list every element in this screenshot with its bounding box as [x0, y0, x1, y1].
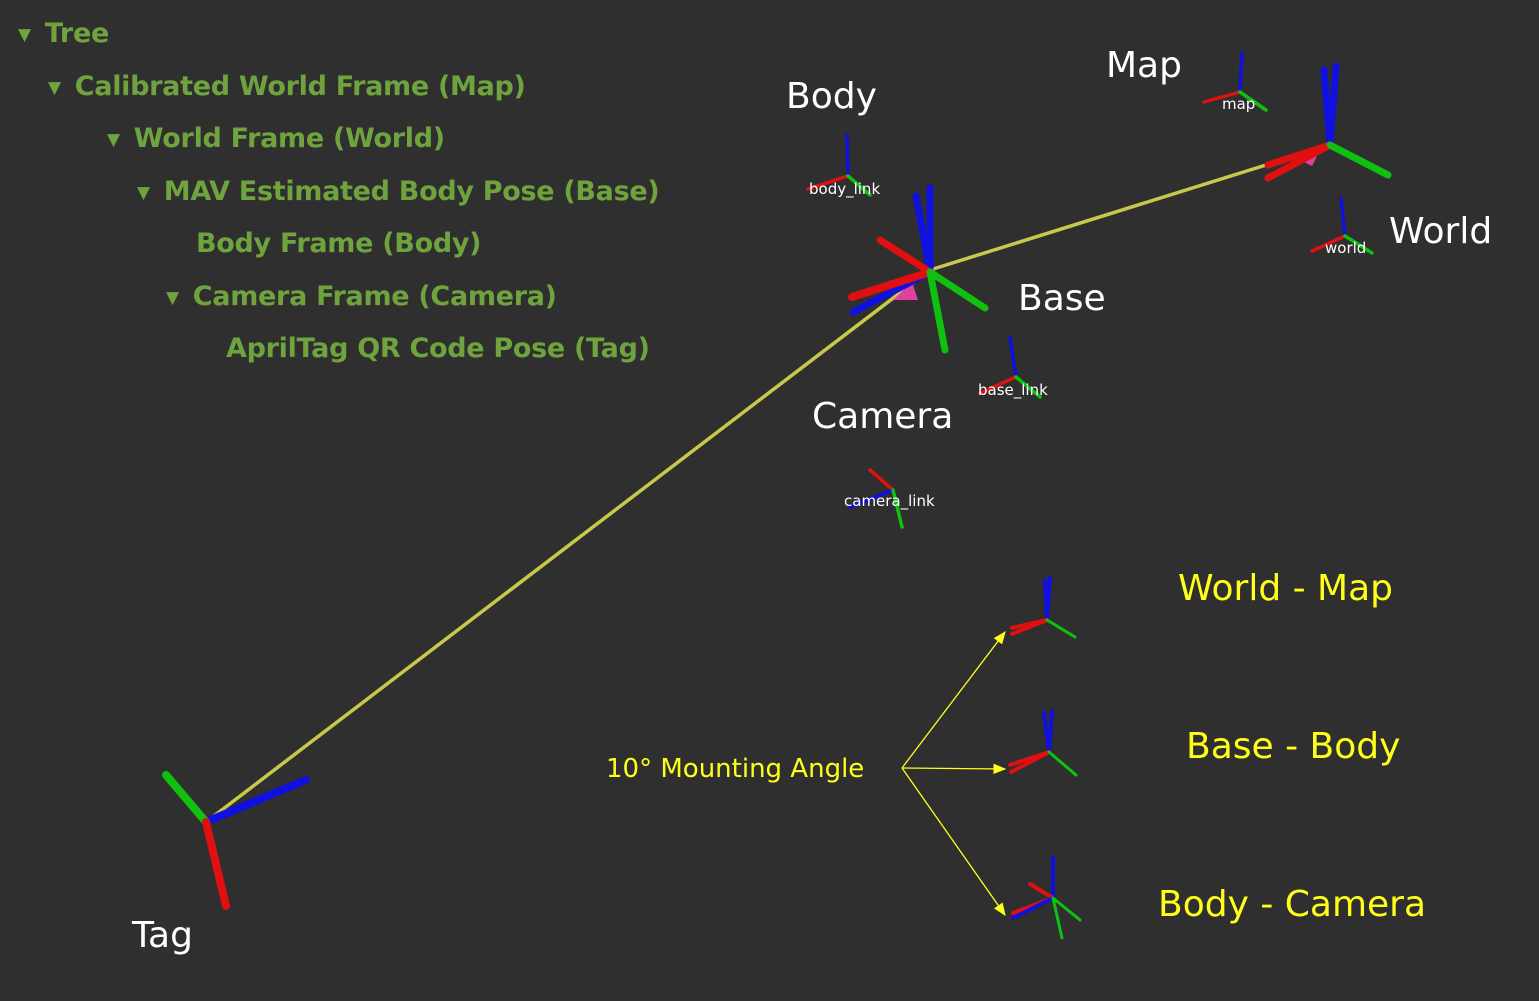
- base-axes: [848, 184, 989, 354]
- tree-item-map[interactable]: ▼ Calibrated World Frame (Map): [48, 71, 526, 102]
- expand-triangle-icon[interactable]: ▼: [107, 130, 120, 150]
- world-frame-label: World: [1389, 211, 1492, 252]
- world-map-axes: [1010, 576, 1077, 639]
- expand-triangle-icon[interactable]: ▼: [18, 25, 31, 45]
- base-link-axes: [978, 336, 1042, 399]
- world-small-axes: [1310, 196, 1374, 255]
- body-frame-label: Body: [786, 76, 877, 117]
- camera-link-label: camera_link: [844, 492, 935, 511]
- tree-item-label: Camera Frame (Camera): [192, 281, 557, 312]
- map-small-label: map: [1222, 95, 1255, 113]
- tree-item-base[interactable]: ▼ MAV Estimated Body Pose (Base): [137, 176, 660, 207]
- link-line-tag-base: [204, 268, 932, 824]
- tree-item-body[interactable]: Body Frame (Body): [196, 228, 482, 259]
- base-body-axes: [1008, 709, 1078, 777]
- world-map-label: World - Map: [1178, 568, 1393, 609]
- tree-item-camera[interactable]: ▼ Camera Frame (Camera): [166, 281, 557, 312]
- tree-item-label: MAV Estimated Body Pose (Base): [163, 176, 660, 207]
- expand-triangle-icon[interactable]: ▼: [48, 78, 61, 98]
- mounting-angle-annotation: 10° Mounting Angle: [606, 754, 864, 784]
- tag-axes: [162, 771, 310, 910]
- base-frame-label: Base: [1018, 278, 1106, 319]
- tree-item-world[interactable]: ▼ World Frame (World): [107, 123, 445, 154]
- tree-item-label: Body Frame (Body): [196, 228, 482, 259]
- body-camera-label: Body - Camera: [1158, 884, 1426, 925]
- map-axes: [1202, 51, 1268, 112]
- link-line-base-world: [929, 143, 1331, 272]
- tree-item-label: World Frame (World): [133, 123, 445, 154]
- camera-frame-label: Camera: [812, 396, 953, 437]
- tree-item-label: AprilTag QR Code Pose (Tag): [226, 333, 650, 364]
- world-small-label: world: [1325, 239, 1366, 257]
- base-body-label: Base - Body: [1186, 726, 1400, 767]
- world-axes: [1264, 62, 1392, 182]
- body-link-label: body_link: [809, 180, 880, 199]
- base-link-label: base_link: [978, 381, 1048, 400]
- link-arrow-head: [893, 282, 918, 300]
- tree-root-label: Tree: [44, 18, 110, 49]
- annotation-arrows: [901, 630, 1007, 917]
- tree-item-label: Calibrated World Frame (Map): [74, 71, 526, 102]
- tree-item-tag[interactable]: AprilTag QR Code Pose (Tag): [226, 333, 650, 364]
- tree-root[interactable]: ▼ Tree: [18, 18, 109, 49]
- expand-triangle-icon[interactable]: ▼: [137, 183, 150, 203]
- camera-link-axes: [848, 468, 904, 529]
- tag-frame-label: Tag: [131, 915, 193, 956]
- body-link-axes: [806, 133, 872, 197]
- body-camera-axes: [1011, 855, 1082, 940]
- expand-triangle-icon[interactable]: ▼: [166, 288, 179, 308]
- map-frame-label: Map: [1106, 45, 1182, 86]
